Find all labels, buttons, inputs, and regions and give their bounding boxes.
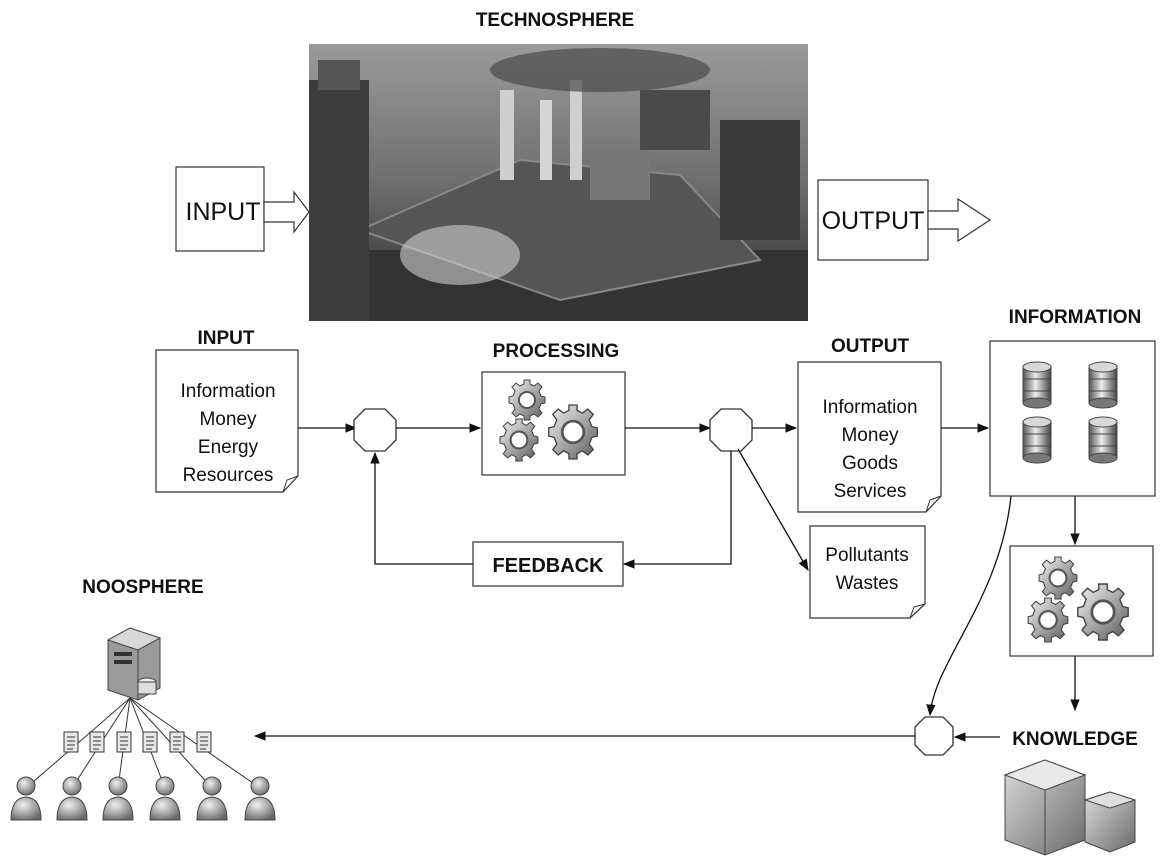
information-title: INFORMATION (1009, 307, 1142, 328)
knowledge-processing-box (1009, 545, 1154, 657)
gear-icon (508, 379, 546, 421)
user-icon (244, 776, 276, 821)
process-output-item: Services (834, 481, 907, 502)
feedback-box: FEEDBACK (472, 541, 624, 587)
document-icon (169, 731, 185, 753)
processing-title: PROCESSING (493, 341, 620, 362)
gear-icon (1076, 582, 1130, 642)
process-input-title: INPUT (198, 328, 255, 349)
noosphere-title: NOOSPHERE (82, 577, 203, 598)
knowledge-cube-icon (1003, 759, 1137, 856)
input-arrow-icon (263, 190, 310, 234)
arrow-feedback-to-junction (370, 451, 473, 565)
user-icon (56, 776, 88, 821)
document-icon (89, 731, 105, 753)
process-output-title: OUTPUT (831, 336, 910, 357)
city-image (309, 44, 808, 321)
process-output-item: Information (822, 397, 917, 418)
document-icon (116, 731, 132, 753)
server-icon (106, 627, 162, 701)
database-icon (1022, 416, 1052, 464)
process-output-doc: Information Money Goods Services (797, 361, 942, 513)
arrow-to-waste (737, 448, 809, 572)
user-icon (10, 776, 42, 821)
database-icon (1022, 361, 1052, 409)
process-input-doc: Information Money Energy Resources (155, 349, 299, 493)
database-icon (1088, 416, 1118, 464)
gear-icon (1038, 555, 1078, 601)
user-icon (196, 776, 228, 821)
waste-item: Wastes (836, 573, 899, 594)
gear-icon (499, 417, 539, 463)
technosphere-input-label: INPUT (186, 198, 261, 226)
arrow-information-to-junction (926, 495, 1012, 717)
technosphere-output-label: OUTPUT (822, 207, 925, 235)
gear-icon (547, 403, 599, 461)
output-arrow-icon (927, 197, 992, 243)
noosphere-network (10, 627, 276, 821)
knowledge-title: KNOWLEDGE (1012, 729, 1138, 750)
process-output-item: Goods (842, 453, 898, 474)
user-icon (149, 776, 181, 821)
user-icon (102, 776, 134, 821)
process-input-item: Energy (198, 437, 259, 458)
technosphere-title: TECHNOSPHERE (476, 10, 634, 31)
document-icon (63, 731, 79, 753)
information-box (989, 340, 1156, 497)
process-input-item: Resources (183, 465, 274, 486)
waste-item: Pollutants (825, 545, 908, 566)
document-icon (142, 731, 158, 753)
junction-3 (914, 716, 954, 756)
arrow-to-feedback (622, 451, 732, 569)
process-output-item: Money (841, 425, 899, 446)
feedback-label: FEEDBACK (492, 555, 604, 577)
technosphere-output-box: OUTPUT (817, 179, 929, 261)
database-icon (1088, 361, 1118, 409)
junction-1 (353, 408, 397, 452)
junction-2 (709, 408, 753, 452)
processing-box (481, 371, 626, 476)
waste-doc: Pollutants Wastes (809, 525, 926, 619)
process-input-item: Money (199, 409, 257, 430)
process-input-item: Information (180, 381, 275, 402)
document-icon (196, 731, 212, 753)
gear-icon (1027, 596, 1069, 644)
technosphere-input-box: INPUT (175, 166, 265, 252)
